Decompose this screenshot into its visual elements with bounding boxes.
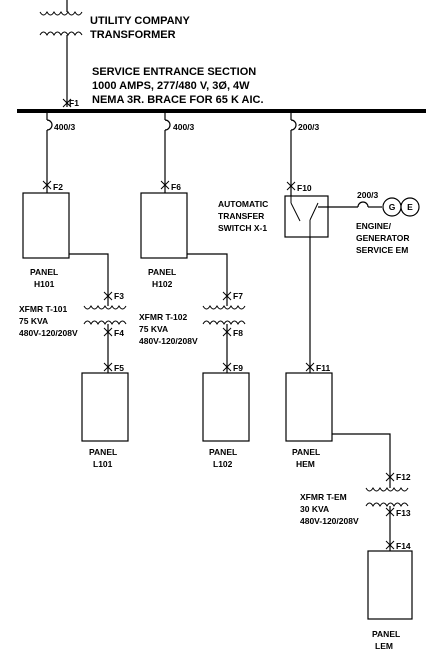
- fuse-label-f13: F13: [396, 508, 411, 518]
- fuse-label-f11: F11: [316, 363, 330, 373]
- breaker-label-1: 400/3: [54, 122, 76, 132]
- xfmr-t101-label-3: 480V-120/208V: [19, 328, 78, 338]
- fuse-label-f3: F3: [114, 291, 124, 301]
- ats-label-2: TRANSFER: [218, 211, 264, 221]
- panel-h101-box: [22, 192, 70, 259]
- automatic-transfer-switch: [284, 195, 329, 238]
- panel-l102-box: [202, 372, 250, 442]
- xfmr-t101-label-2: 75 KVA: [19, 316, 48, 326]
- breaker-label-2: 400/3: [173, 122, 195, 132]
- fuse-label-f4: F4: [114, 328, 124, 338]
- service-entrance-label-1: SERVICE ENTRANCE SECTION: [92, 66, 256, 78]
- fuse-label-f6: F6: [171, 182, 181, 192]
- panel-l102-label-2: L102: [213, 459, 233, 469]
- fuse-f12: [385, 472, 395, 482]
- panel-hem-label-2: HEM: [296, 459, 315, 469]
- fuse-label-f2: F2: [53, 182, 63, 192]
- xfmr-t101-label-1: XFMR T-101: [19, 304, 67, 314]
- utility-transformer-label-2: TRANSFORMER: [90, 29, 176, 41]
- utility-transformer-symbol: [39, 0, 83, 107]
- generator-breaker-label: 200/3: [357, 190, 379, 200]
- service-entrance-label-2: 1000 AMPS, 277/480 V, 3Ø, 4W: [92, 80, 250, 92]
- engine-symbol-e: E: [407, 202, 413, 212]
- xfmr-tem-label-3: 480V-120/208V: [300, 516, 359, 526]
- panel-h101-label-2: H101: [34, 279, 55, 289]
- feeder-h102-to-t102: [187, 253, 228, 306]
- panel-h102-box: [140, 192, 188, 259]
- fuse-f1: [62, 98, 72, 108]
- panel-hem-box: [285, 372, 333, 442]
- panel-l101-box: [81, 372, 129, 442]
- panel-h101-label-1: PANEL: [30, 267, 58, 277]
- generator-symbol-g: G: [389, 202, 396, 212]
- fuse-label-f12: F12: [396, 472, 411, 482]
- generator-breaker: [357, 201, 382, 208]
- breaker-400-3-h101: [46, 111, 53, 193]
- fuse-label-f9: F9: [233, 363, 243, 373]
- fuse-f13: [385, 507, 395, 517]
- xfmr-tem-label-1: XFMR T-EM: [300, 492, 347, 502]
- panel-lem-label-2: LEM: [375, 641, 393, 651]
- ats-label-1: AUTOMATIC: [218, 199, 268, 209]
- fuse-f10: [286, 181, 296, 191]
- panel-l102-label-1: PANEL: [209, 447, 237, 457]
- xfmr-t102-label-1: XFMR T-102: [139, 312, 187, 322]
- feeder-hem-to-tem: [332, 433, 391, 488]
- engine-circle: [400, 197, 420, 217]
- breaker-200-3-ats: [290, 111, 297, 196]
- fuse-label-f14: F14: [396, 541, 411, 551]
- breaker-label-3: 200/3: [298, 122, 320, 132]
- breaker-400-3-h102: [164, 111, 171, 193]
- panel-hem-label-1: PANEL: [292, 447, 320, 457]
- fuse-label-f10: F10: [297, 183, 312, 193]
- generator-label-1: ENGINE/: [356, 221, 392, 231]
- panel-h102-label-2: H102: [152, 279, 173, 289]
- fuse-f8: [222, 327, 232, 337]
- xfmr-t102-label-3: 480V-120/208V: [139, 336, 198, 346]
- fuse-f4: [103, 327, 113, 337]
- fuse-label-f5: F5: [114, 363, 124, 373]
- fuse-f6: [160, 180, 170, 190]
- xfmr-tem-symbol: [365, 487, 409, 551]
- fuse-f5: [103, 362, 113, 372]
- panel-l101-label-2: L101: [93, 459, 113, 469]
- service-entrance-label-3: NEMA 3R. BRACE FOR 65 K AIC.: [92, 94, 264, 106]
- fuse-label-f1: F1: [69, 98, 79, 108]
- utility-transformer-label-1: UTILITY COMPANY: [90, 15, 190, 27]
- panel-lem-box: [367, 550, 413, 620]
- panel-l101-label-1: PANEL: [89, 447, 117, 457]
- fuse-f11: [305, 362, 315, 372]
- fuse-f9: [222, 362, 232, 372]
- generator-label-2: GENERATOR: [356, 233, 410, 243]
- generator-label-3: SERVICE EM: [356, 245, 408, 255]
- xfmr-t102-label-2: 75 KVA: [139, 324, 168, 334]
- fuse-label-f7: F7: [233, 291, 243, 301]
- ats-label-3: SWITCH X-1: [218, 223, 267, 233]
- fuse-f3: [103, 291, 113, 301]
- fuse-f14: [385, 540, 395, 550]
- fuse-label-f8: F8: [233, 328, 243, 338]
- panel-h102-label-1: PANEL: [148, 267, 176, 277]
- xfmr-tem-label-2: 30 KVA: [300, 504, 329, 514]
- fuse-f7: [222, 291, 232, 301]
- panel-lem-label-1: PANEL: [372, 629, 400, 639]
- feeder-h101-to-t101: [69, 253, 109, 306]
- fuse-f2: [42, 180, 52, 190]
